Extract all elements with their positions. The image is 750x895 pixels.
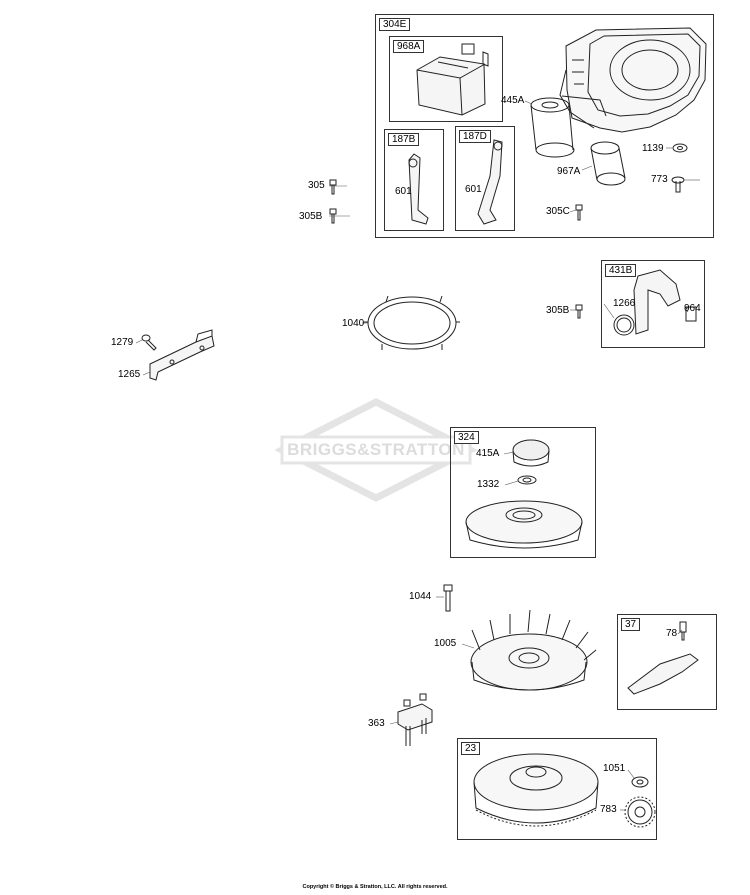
label-601-187B: 601 xyxy=(395,186,412,197)
blower-housing-shape xyxy=(559,27,707,133)
box-968A-tag: 968A xyxy=(393,40,425,53)
ring-1040-shape xyxy=(364,295,460,350)
box-968A: 968A xyxy=(389,36,503,122)
label-445A: 445A xyxy=(501,95,525,106)
fan-1005-shape xyxy=(470,609,597,691)
copyright-footer: Copyright © Briggs & Stratton, LLC. All … xyxy=(302,884,448,890)
label-783: 783 xyxy=(600,804,617,815)
label-601-187D: 601 xyxy=(465,184,482,195)
label-78: 78 xyxy=(666,628,678,639)
flywheel-23-shape xyxy=(473,753,656,828)
label-773: 773 xyxy=(651,174,668,185)
precleaner-shape xyxy=(590,141,626,186)
label-1051: 1051 xyxy=(603,763,626,774)
label-415A: 415A xyxy=(476,448,500,459)
label-1265: 1265 xyxy=(118,369,141,380)
box-431B: 431B xyxy=(601,260,705,348)
label-1279: 1279 xyxy=(111,337,134,348)
box-304E: 304E xyxy=(375,14,714,238)
label-1139: 1139 xyxy=(642,143,664,154)
filter-shape xyxy=(530,97,575,158)
leader-lines xyxy=(135,100,700,811)
bracket-363-shape xyxy=(397,693,433,746)
box-23: 23 xyxy=(457,738,657,840)
bracket-1265-shape xyxy=(149,329,215,381)
label-305C: 305C xyxy=(546,206,570,217)
screw-305C-shape xyxy=(575,204,583,221)
screen-324-shape xyxy=(465,439,583,549)
label-964: 964 xyxy=(684,303,701,314)
box-187D-tag: 187D xyxy=(459,130,491,143)
label-1044: 1044 xyxy=(409,591,432,602)
box-431B-tag: 431B xyxy=(605,264,637,277)
label-363: 363 xyxy=(368,718,385,729)
box-187B: 187B xyxy=(384,129,444,231)
tube-187D-shape xyxy=(477,139,503,225)
box-187B-tag: 187B xyxy=(388,133,420,146)
screw-1279-shape xyxy=(141,334,157,351)
washer-shape xyxy=(672,143,688,153)
pin-shape xyxy=(671,176,685,193)
box-187D: 187D xyxy=(455,126,515,231)
label-1266: 1266 xyxy=(613,298,636,309)
elbow-431B-shape xyxy=(613,269,697,336)
label-967A: 967A xyxy=(557,166,581,177)
label-305B: 305B xyxy=(299,211,323,222)
box-324-tag: 324 xyxy=(454,431,479,444)
tube-187B-shape xyxy=(408,153,429,225)
screw-305B-shape xyxy=(329,208,337,224)
air-cleaner-cover-shape xyxy=(416,43,489,116)
label-1005: 1005 xyxy=(434,638,457,649)
box-37: 37 xyxy=(617,614,717,710)
watermark-brand: BRIGGS&STRATTON xyxy=(287,440,465,459)
label-1040: 1040 xyxy=(342,318,365,329)
screw-305-shape xyxy=(329,179,337,195)
box-324: 324 xyxy=(450,427,596,558)
box-37-tag: 37 xyxy=(621,618,641,631)
box-304E-tag: 304E xyxy=(379,18,411,31)
label-305B-right: 305B xyxy=(546,305,570,316)
screw-305B-right-shape xyxy=(575,304,583,319)
label-1332: 1332 xyxy=(477,479,500,490)
label-305: 305 xyxy=(308,180,325,191)
bolt-1044-shape xyxy=(443,584,453,612)
box-23-tag: 23 xyxy=(461,742,481,755)
shield-37-shape xyxy=(627,621,699,695)
